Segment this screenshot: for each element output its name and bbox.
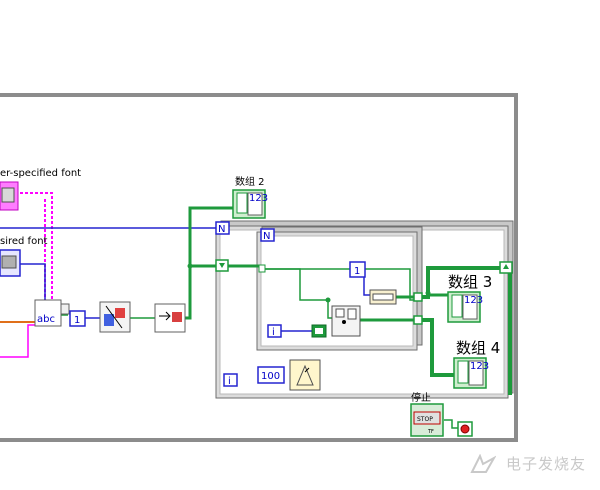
array-subset-icon[interactable] — [369, 289, 397, 305]
bool-true-constant[interactable] — [311, 324, 327, 338]
array-4-indicator[interactable]: 数组 4 123 — [453, 339, 500, 389]
watermark-logo-icon — [470, 454, 497, 473]
array-3-indicator[interactable]: 数组 3 123 — [447, 273, 492, 323]
shift-register-left[interactable] — [215, 259, 229, 272]
wait-ms-icon[interactable] — [289, 359, 321, 391]
numeric-constant-100[interactable]: 100 — [257, 366, 285, 384]
string-property-node[interactable]: abc — [34, 299, 70, 327]
string-node-text: abc — [37, 314, 55, 325]
picture-function-icon[interactable] — [99, 301, 131, 333]
while-loop-outer[interactable] — [0, 93, 518, 442]
watermark-text: 电子发烧友 — [505, 454, 586, 473]
array-4-label: 数组 4 — [456, 339, 500, 357]
replace-array-subset-icon[interactable] — [331, 305, 361, 337]
constant-1-text: 1 — [74, 315, 80, 326]
array-3-label: 数组 3 — [448, 273, 492, 291]
array-2-num: 123 — [249, 193, 268, 204]
N-outer-text: N — [218, 224, 225, 235]
stop-label: 停止 — [411, 391, 431, 404]
array-3-num: 123 — [464, 295, 483, 306]
inner-tunnel-left — [258, 264, 266, 273]
array-4-num: 123 — [470, 361, 489, 372]
stop-button-control[interactable]: 停止 STOP TF — [410, 391, 444, 437]
array-2-indicator[interactable]: 数组 2 123 — [232, 175, 268, 219]
iteration-terminal-outer: i — [223, 373, 238, 387]
loop-condition-terminal[interactable] — [457, 421, 473, 437]
inner-tunnel-right — [413, 292, 423, 325]
i-inner-text: i — [272, 327, 275, 338]
font-user-label: er-specified font — [0, 168, 81, 179]
array-2-label: 数组 2 — [235, 175, 265, 188]
constant-100-text: 100 — [261, 371, 280, 382]
font-control-user[interactable]: er-specified font — [0, 168, 81, 211]
loop-count-terminal-inner[interactable]: N — [260, 228, 275, 242]
stop-tf-text: TF — [427, 429, 434, 435]
stop-btn-text: STOP — [417, 416, 433, 423]
watermark: 电子发烧友 — [470, 453, 586, 475]
font-desired-label: sired font — [0, 236, 48, 247]
iteration-terminal-inner: i — [267, 324, 282, 338]
i-outer-text: i — [228, 376, 231, 387]
shift-register-right[interactable] — [499, 261, 513, 274]
numeric-constant-1-inner[interactable]: 1 — [349, 261, 366, 278]
build-array-icon[interactable] — [154, 303, 186, 333]
font-control-desired[interactable]: sired font — [0, 236, 48, 277]
loop-count-terminal-outer[interactable]: N — [215, 221, 230, 235]
constant-1-inner-text: 1 — [354, 266, 360, 277]
numeric-constant-1[interactable]: 1 — [69, 310, 86, 327]
N-inner-text: N — [263, 231, 270, 242]
wire-junctions — [187, 263, 431, 303]
